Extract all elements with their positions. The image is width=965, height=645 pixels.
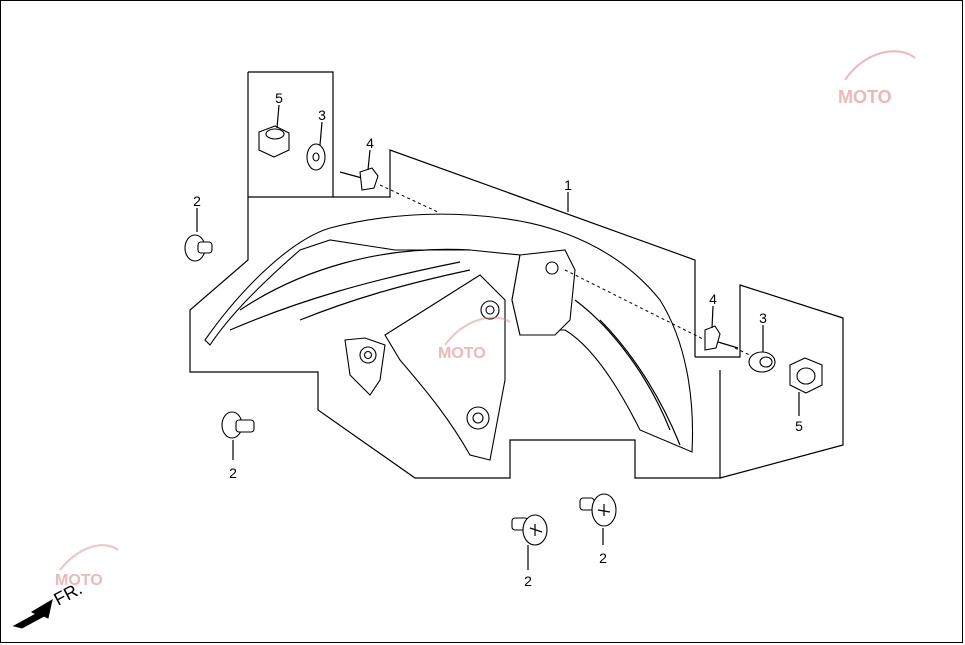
callout-screw-left: 4 xyxy=(366,135,374,151)
front-fender xyxy=(204,213,694,461)
clip-bolt-bottom-center xyxy=(511,514,548,546)
nut-right xyxy=(789,357,823,394)
callout-fender: 1 xyxy=(564,177,572,193)
clip-bolt-upper-left xyxy=(184,234,213,262)
washer-right xyxy=(748,351,776,373)
callout-screw-right: 4 xyxy=(709,291,717,307)
front-arrow-icon xyxy=(12,598,53,629)
callout-clip-bolt-lower-left: 2 xyxy=(229,465,237,481)
svg-text:MOTO: MOTO xyxy=(55,572,103,589)
callout-clip-bolt-upper-left: 2 xyxy=(193,193,201,209)
front-direction-indicator: FR. xyxy=(12,578,85,629)
washer-left xyxy=(306,143,326,171)
left-subassembly-box xyxy=(189,71,721,479)
callout-clip-bolt-bottom-center: 2 xyxy=(524,573,532,589)
callout-nut-left: 5 xyxy=(275,90,283,106)
screw-right xyxy=(704,325,739,351)
callout-washer-left: 3 xyxy=(318,107,326,123)
main-group-box xyxy=(333,149,696,357)
clip-bolt-bottom-right xyxy=(579,493,617,527)
nut-left xyxy=(258,125,290,158)
svg-text:MOTO: MOTO xyxy=(438,345,486,362)
svg-text:MOTO: MOTO xyxy=(838,87,892,107)
callout-clip-bolt-bottom-right: 2 xyxy=(599,550,607,566)
right-subassembly-box xyxy=(695,284,844,479)
screw-left xyxy=(339,167,379,191)
watermark-top-right: MOTO xyxy=(838,50,916,107)
callout-nut-right: 5 xyxy=(795,418,803,434)
clip-bolt-lower-left xyxy=(221,411,255,439)
watermark-center: MOTO xyxy=(438,316,511,362)
watermark-bottom-left: MOTO xyxy=(55,544,119,589)
callout-washer-right: 3 xyxy=(759,310,767,326)
